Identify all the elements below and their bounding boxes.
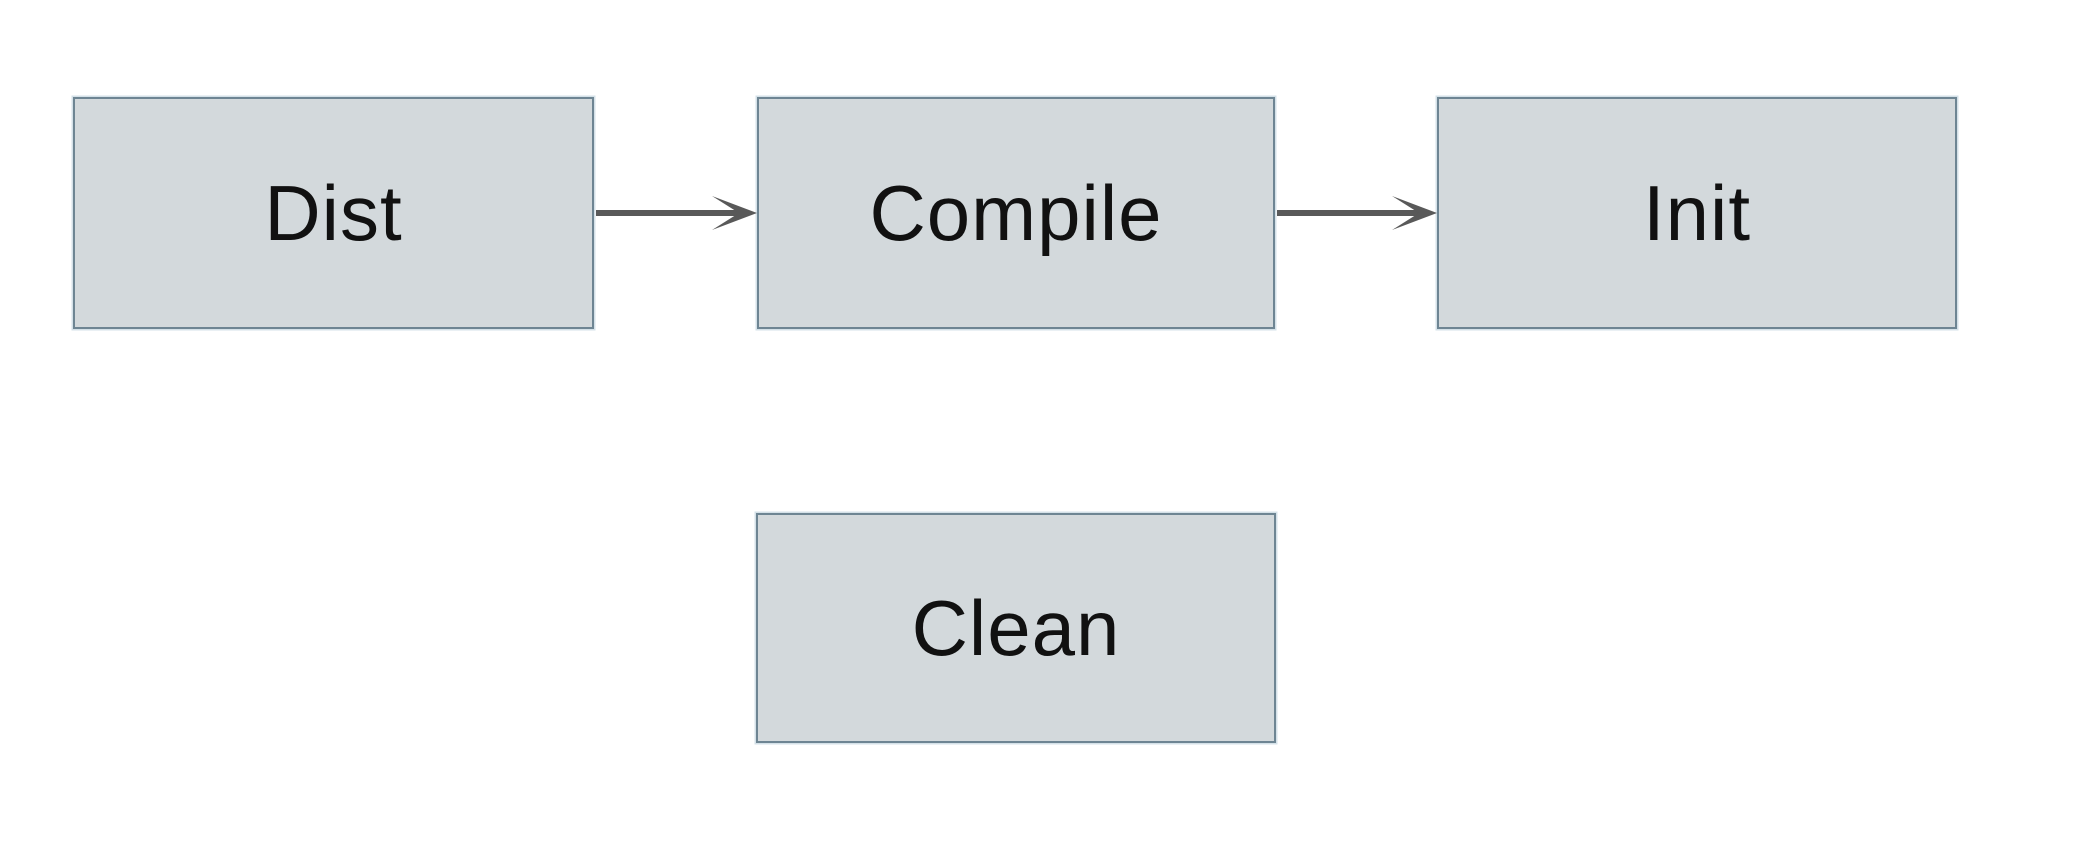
node-dist[interactable]: Dist	[73, 97, 594, 329]
arrowhead-icon	[1392, 196, 1437, 230]
arrowhead-icon	[712, 196, 757, 230]
node-init[interactable]: Init	[1437, 97, 1957, 329]
arrow-compile-to-init	[1277, 196, 1437, 230]
node-compile-label: Compile	[869, 169, 1163, 257]
arrow-dist-to-compile	[596, 196, 757, 230]
node-init-label: Init	[1642, 169, 1752, 257]
node-compile[interactable]: Compile	[757, 97, 1275, 329]
node-clean[interactable]: Clean	[756, 513, 1276, 743]
node-dist-label: Dist	[264, 169, 403, 257]
node-clean-label: Clean	[911, 584, 1121, 672]
